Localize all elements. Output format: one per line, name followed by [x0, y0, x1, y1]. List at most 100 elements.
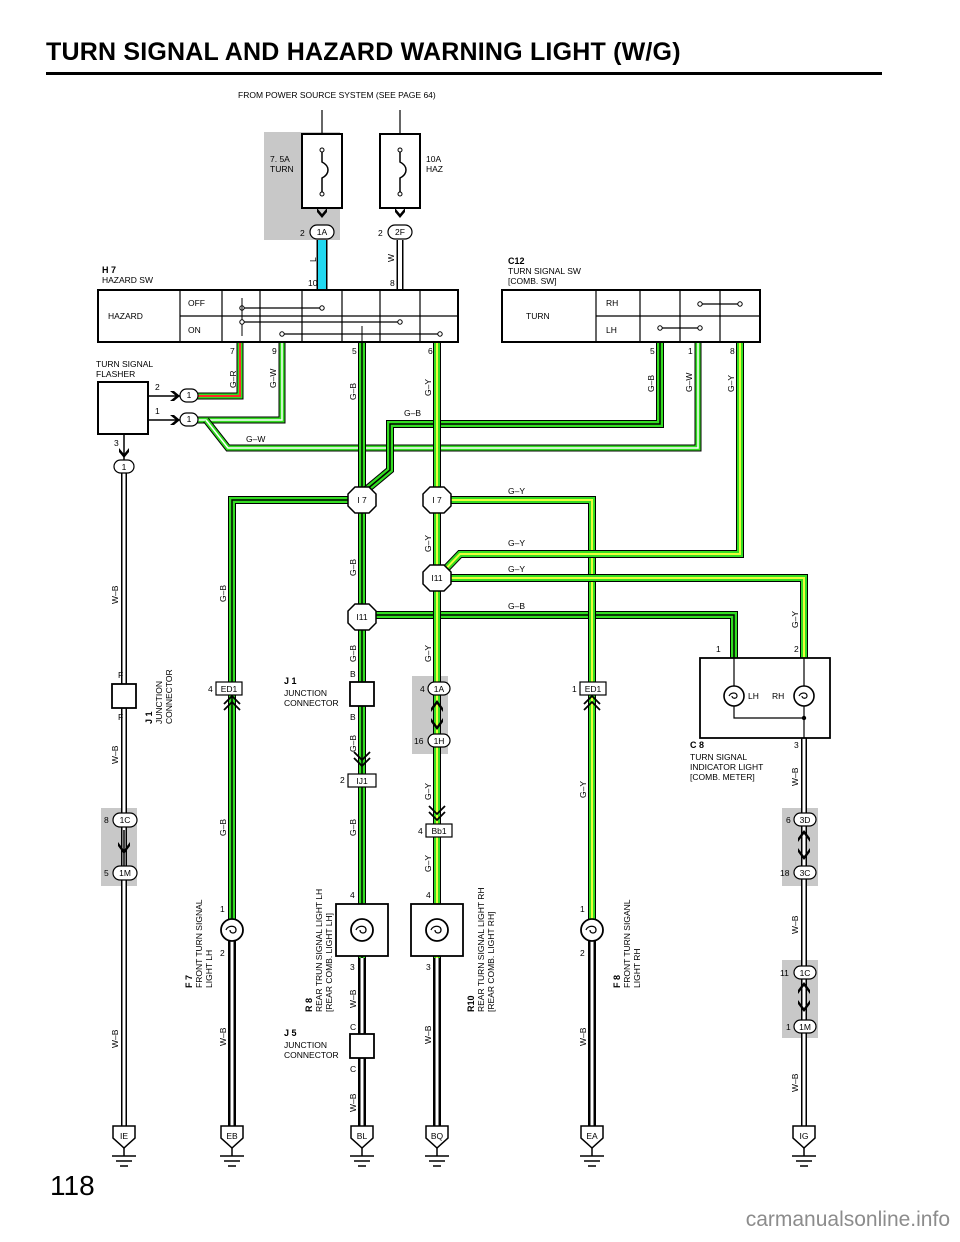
svg-text:EA: EA: [586, 1131, 598, 1141]
svg-text:I 7: I 7: [357, 495, 367, 505]
svg-text:4: 4: [350, 890, 355, 900]
svg-text:2: 2: [155, 382, 160, 392]
conn-1c-left: [112, 812, 138, 828]
wire-label-w: W: [386, 254, 396, 262]
hazard-sw-name: HAZARD SW: [102, 275, 153, 285]
svg-text:8: 8: [730, 346, 735, 356]
fuse-turn-name: TURN: [270, 164, 294, 174]
svg-text:G–W: G–W: [268, 369, 278, 388]
svg-text:9: 9: [272, 346, 277, 356]
f7-code: F 7: [184, 975, 194, 988]
svg-text:8: 8: [104, 815, 109, 825]
turn-switch: [501, 289, 761, 343]
turn-signal-indicator-light: [699, 657, 831, 739]
flasher-name2: FLASHER: [96, 369, 135, 379]
conn-ed1-right: [579, 681, 607, 696]
junction-i7-left: I 7: [347, 486, 377, 514]
svg-text:G–B: G–B: [218, 585, 228, 602]
svg-text:7: 7: [230, 346, 235, 356]
svg-text:3: 3: [114, 438, 119, 448]
svg-text:4: 4: [208, 684, 213, 694]
svg-text:IJ1: IJ1: [356, 776, 368, 786]
svg-text:ED1: ED1: [221, 684, 238, 694]
svg-text:6: 6: [428, 346, 433, 356]
svg-text:IG: IG: [800, 1131, 809, 1141]
svg-text:G–B: G–B: [348, 819, 358, 836]
conn-2f: [387, 224, 413, 240]
conn-flasher-c: [113, 459, 135, 474]
svg-text:2: 2: [580, 948, 585, 958]
turn-sw-rh: RH: [606, 298, 618, 308]
svg-text:11: 11: [780, 968, 789, 978]
svg-text:G–B: G–B: [218, 819, 228, 836]
svg-text:1: 1: [122, 462, 127, 472]
hazard-sw-on: ON: [188, 325, 201, 335]
svg-text:1: 1: [786, 1022, 791, 1032]
r10-name2: [REAR COMB. LIGHT RH]: [486, 912, 496, 1012]
svg-text:G–B: G–B: [404, 408, 421, 418]
svg-text:16: 16: [414, 736, 424, 746]
svg-text:ED1: ED1: [585, 684, 602, 694]
r8-name2: [REAR COMB. LIGHT LH]: [324, 913, 334, 1012]
svg-text:W–B: W–B: [110, 1029, 120, 1048]
svg-text:G–W: G–W: [684, 373, 694, 392]
indicator-lh: LH: [748, 691, 759, 701]
wire-g-y: [433, 342, 808, 1140]
svg-text:I 7: I 7: [432, 495, 442, 505]
j1-mid-name2: CONNECTOR: [284, 698, 339, 708]
svg-text:1A: 1A: [434, 684, 445, 694]
turn-sw-code: C12: [508, 256, 525, 266]
wire-label-l: L: [308, 257, 318, 262]
svg-text:1C: 1C: [800, 968, 811, 978]
svg-text:G–B: G–B: [646, 375, 656, 392]
fuse-haz-name: HAZ: [426, 164, 443, 174]
svg-text:1: 1: [155, 406, 160, 416]
turn-sw-lh: LH: [606, 325, 617, 335]
svg-text:W–B: W–B: [110, 745, 120, 764]
indicator-name3: [COMB. METER]: [690, 772, 755, 782]
svg-text:W–B: W–B: [110, 585, 120, 604]
svg-text:G–Y: G–Y: [423, 379, 433, 396]
watermark: carmanualsonline.info: [745, 1208, 950, 1231]
fuse-turn: [301, 133, 343, 209]
fuse-haz: [379, 133, 421, 209]
r8-code: R 8: [304, 998, 314, 1012]
junction-connector-j5: [349, 1033, 375, 1059]
svg-text:W–B: W–B: [790, 915, 800, 934]
svg-text:1M: 1M: [799, 1022, 811, 1032]
r8-name1: REAR TRUN SIGNAL LIGHT LH: [314, 889, 324, 1012]
hazard-switch: [97, 289, 459, 343]
turn-sw-sub: [COMB. SW]: [508, 276, 557, 286]
r10-name1: REAR TURN SIGNAL LIGHT RH: [476, 887, 486, 1012]
indicator-name2: INDICATOR LIGHT: [690, 762, 763, 772]
flasher-name1: TURN SIGNAL: [96, 359, 153, 369]
svg-text:W–B: W–B: [218, 1027, 228, 1046]
svg-text:2: 2: [340, 775, 345, 785]
svg-text:G–Y: G–Y: [423, 783, 433, 800]
indicator-name1: TURN SIGNAL: [690, 752, 747, 762]
svg-text:2: 2: [220, 948, 225, 958]
turn-sw-name: TURN SIGNAL SW: [508, 266, 581, 276]
svg-text:I11: I11: [431, 573, 442, 583]
j1-left-name2: CONNECTOR: [164, 669, 174, 724]
svg-text:W–B: W–B: [348, 1093, 358, 1112]
fuse-haz-amp: 10A: [426, 154, 441, 164]
svg-text:2F: 2F: [395, 227, 405, 237]
hazard-sw-label: HAZARD: [108, 311, 143, 321]
svg-text:F: F: [118, 712, 123, 722]
svg-text:5: 5: [104, 868, 109, 878]
svg-text:1H: 1H: [434, 736, 445, 746]
front-turn-lamp-rh: [580, 918, 604, 942]
svg-text:G–B: G–B: [348, 735, 358, 752]
conn-1a-top: [309, 224, 335, 240]
svg-text:G–B: G–B: [508, 601, 525, 611]
j1-left-code: J 1: [144, 711, 154, 724]
conn-1m-right: [793, 1019, 817, 1034]
f7-name2: LIGHT LH: [204, 950, 214, 988]
svg-text:G–B: G–B: [348, 559, 358, 576]
svg-text:2: 2: [794, 644, 799, 654]
svg-text:B: B: [350, 712, 356, 722]
j5-name2: CONNECTOR: [284, 1050, 339, 1060]
svg-text:W–B: W–B: [348, 989, 358, 1008]
